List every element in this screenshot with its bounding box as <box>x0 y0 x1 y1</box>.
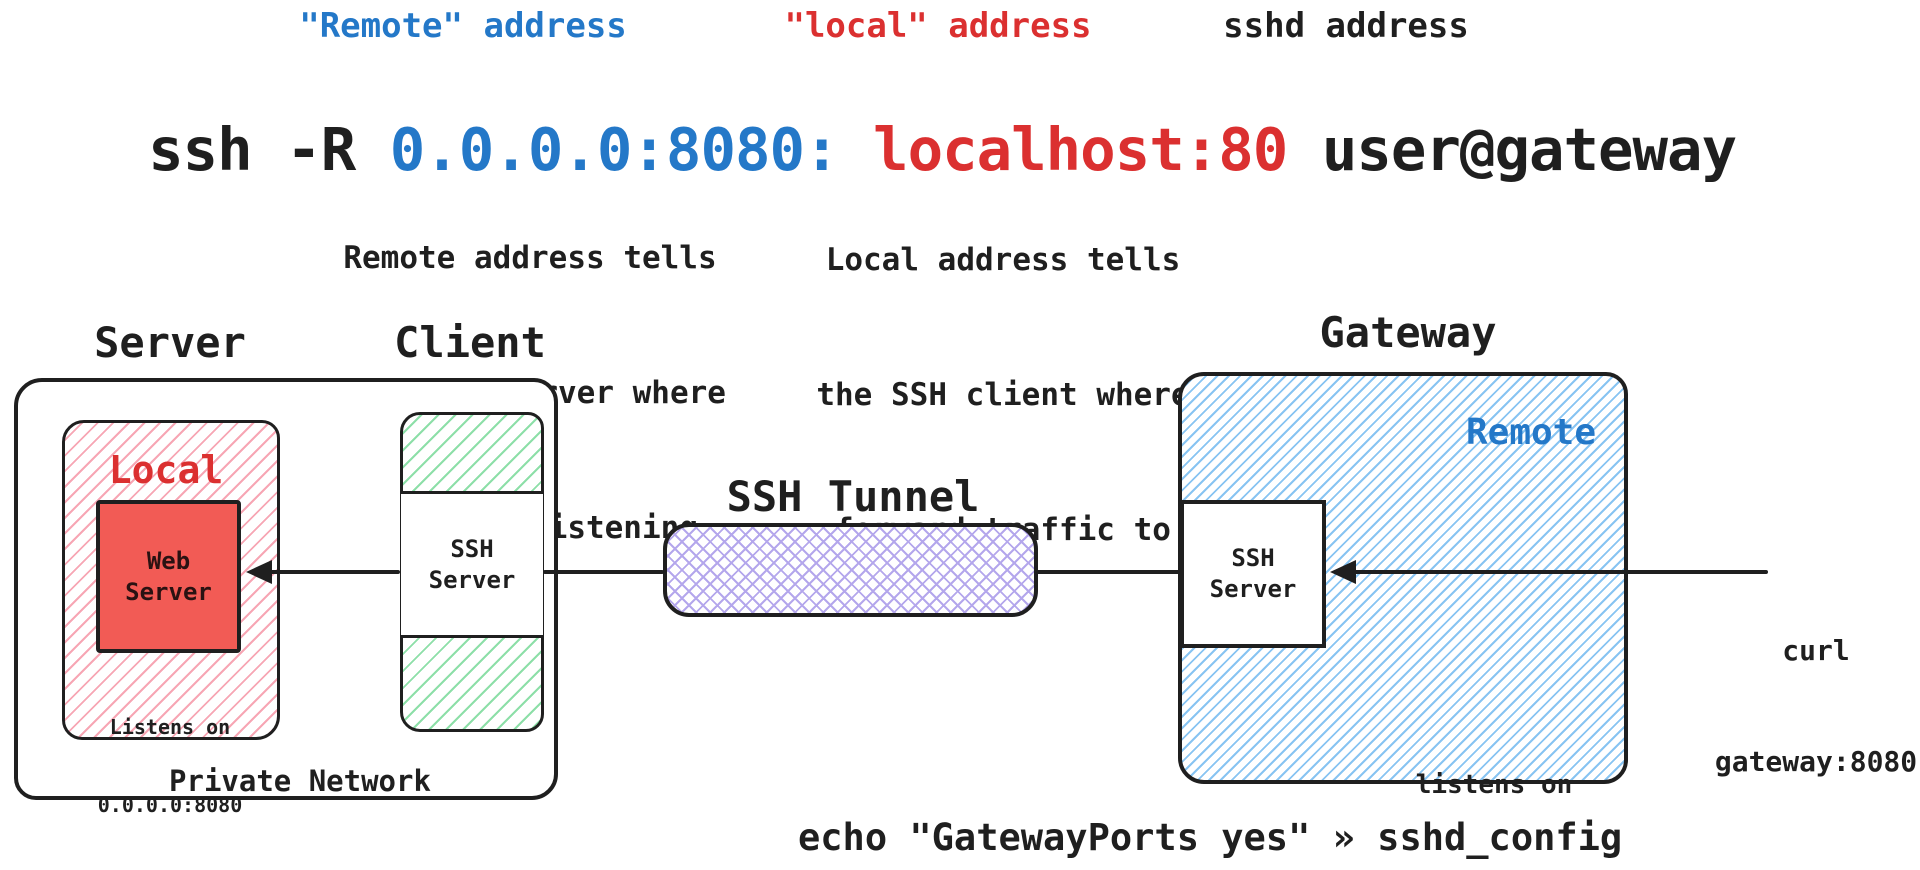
gateway-remote-label: Remote <box>1465 412 1597 453</box>
line-client-to-tunnel <box>543 570 664 574</box>
ssh-tunnel-label: SSH Tunnel <box>726 472 980 521</box>
command-ssh-flag: ssh -R <box>148 115 390 184</box>
server-listens-note: Listens on 0.0.0.0:8080 <box>97 715 243 817</box>
line-client-to-web-server <box>266 570 400 574</box>
client-title: Client <box>394 318 546 367</box>
gatewayports-config-command: echo "GatewayPorts yes" » sshd_config <box>798 816 1623 859</box>
local-address-annotation: "local" address <box>784 6 1092 46</box>
gateway-ssh-server-box: SSH Server <box>1180 500 1326 648</box>
arrowhead-into-web-server-icon <box>246 560 272 584</box>
gateway-listens-note: listens on 0.0.0.0:8080 <box>1415 770 1573 800</box>
web-server-box: Web Server <box>96 500 241 653</box>
sshd-address-annotation: sshd address <box>1223 6 1469 46</box>
client-ssh-server-label: SSH Server <box>428 534 516 594</box>
line-tunnel-to-gateway <box>1036 570 1181 574</box>
local-zone-label: Local <box>108 448 224 492</box>
curl-annotation: curl gateway:8080 <box>1714 634 1918 778</box>
explanation-local-address: Local address tells the SSH client where… <box>816 242 1190 548</box>
web-server-label: Web Server <box>125 546 212 606</box>
ssh-tunnel-box <box>663 523 1038 617</box>
gateway-ssh-server-label: SSH Server <box>1209 544 1297 603</box>
private-network-label: Private Network <box>169 764 431 798</box>
gateway-title: Gateway <box>1319 308 1497 357</box>
command-remote-address: 0.0.0.0:8080: <box>389 115 840 184</box>
ssh-command: ssh -R 0.0.0.0:8080: localhost:80 user@g… <box>10 46 1737 253</box>
remote-address-annotation: "Remote" address <box>299 6 627 46</box>
command-user-gateway: user@gateway <box>1287 115 1737 184</box>
arrowhead-into-gateway-ssh-icon <box>1330 560 1356 584</box>
client-ssh-server-box: SSH Server <box>401 491 543 638</box>
server-title: Server <box>94 318 246 367</box>
line-curl-to-gateway <box>1350 570 1768 574</box>
command-local-address: localhost:80 <box>838 115 1288 184</box>
